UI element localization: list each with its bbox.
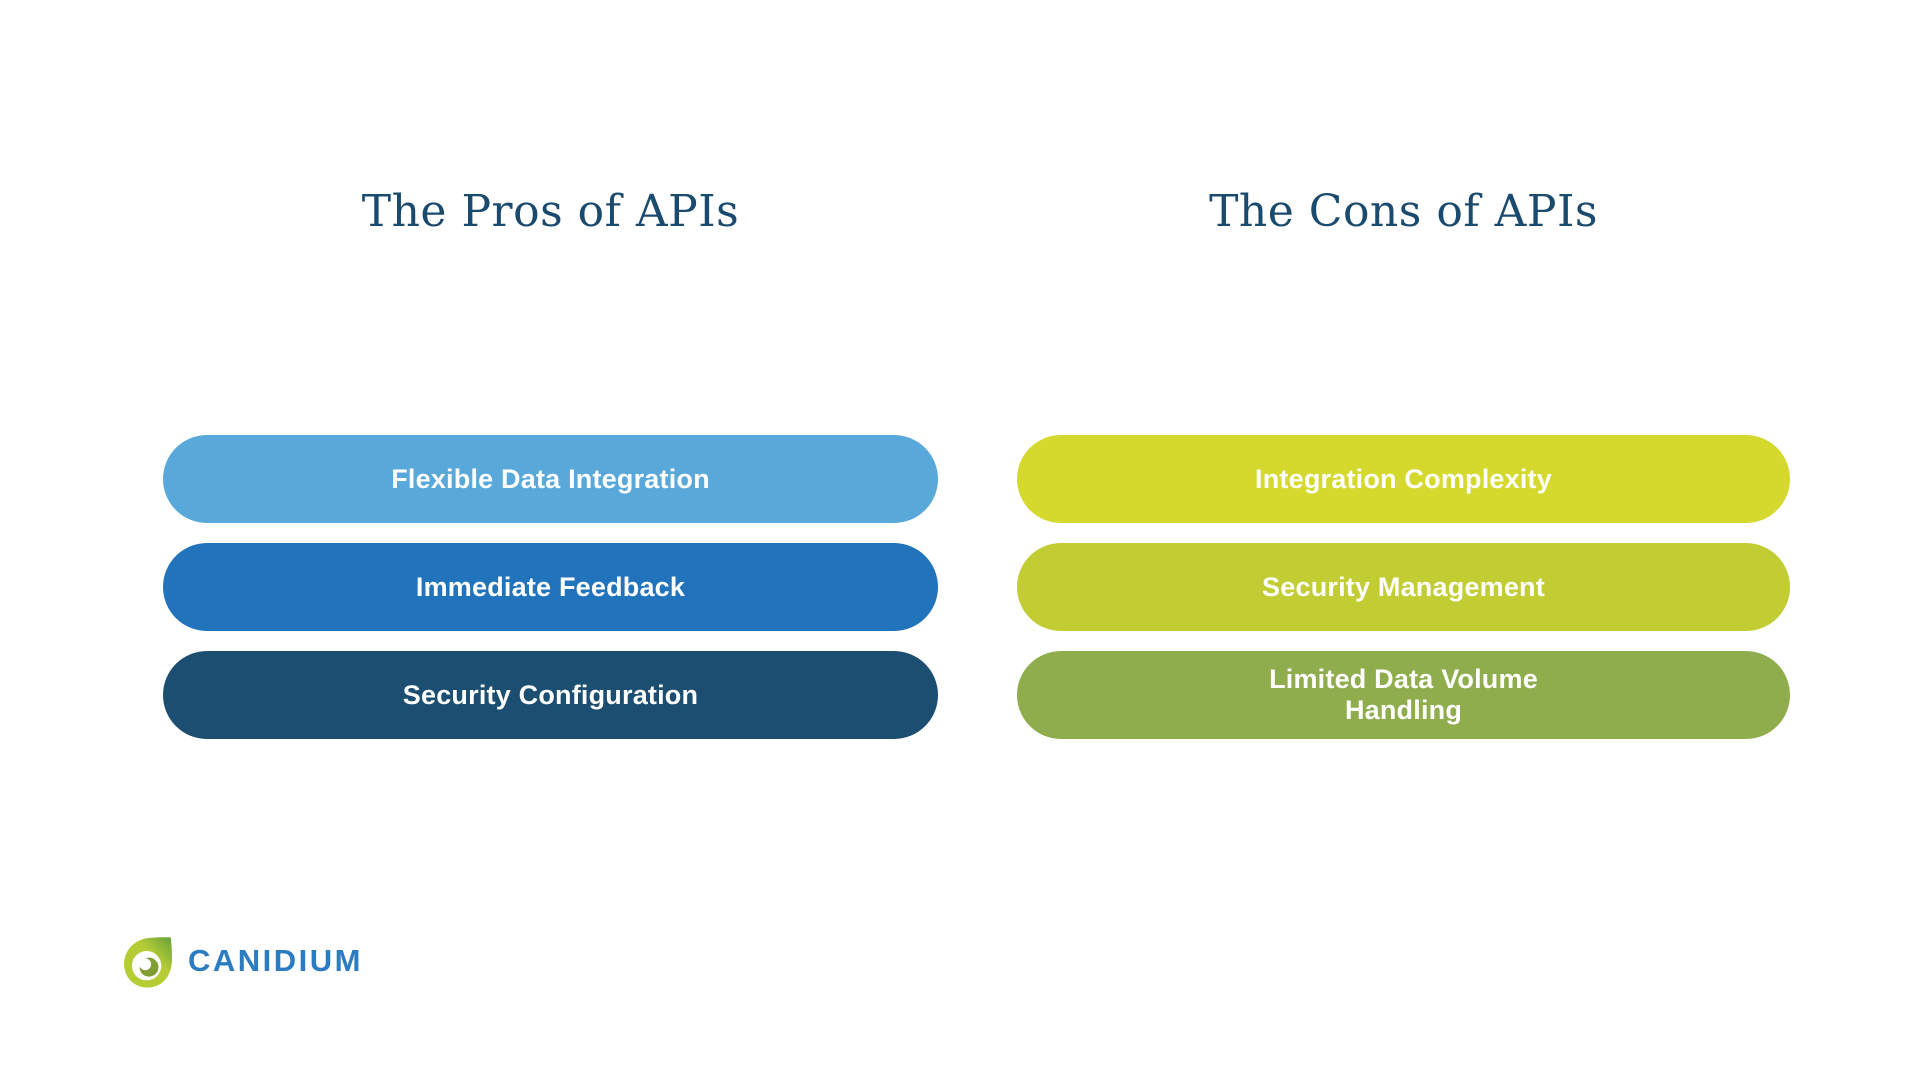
- leaf-ring-hole: [139, 958, 152, 971]
- cons-bar-1: Integration Complexity: [1017, 435, 1790, 545]
- logo-wordmark: CANIDIUM: [188, 943, 363, 978]
- canidium-logo: CANIDIUM: [120, 934, 363, 988]
- pros-bar-2-label: Immediate Feedback: [415, 571, 686, 602]
- cons-bar-2-label: Security Management: [1262, 571, 1545, 602]
- pros-bar-3: Security Configuration: [163, 651, 938, 739]
- connector: [543, 621, 558, 653]
- pros-bar-1-label: Flexible Data Integration: [391, 463, 710, 494]
- connector: [543, 513, 558, 545]
- pros-bar-1: Flexible Data Integration: [163, 435, 938, 545]
- pros-bar-3-label: Security Configuration: [402, 679, 699, 710]
- pros-bar-2: Immediate Feedback: [163, 543, 938, 653]
- pros-title: The Pros of APIs: [361, 186, 740, 237]
- connector: [1396, 621, 1411, 653]
- connector: [1396, 513, 1411, 545]
- cons-bar-2: Security Management: [1017, 543, 1790, 653]
- cons-title: The Cons of APIs: [1209, 186, 1598, 237]
- canidium-leaf-icon: [124, 937, 172, 988]
- cons-bar-1-label: Integration Complexity: [1255, 463, 1552, 494]
